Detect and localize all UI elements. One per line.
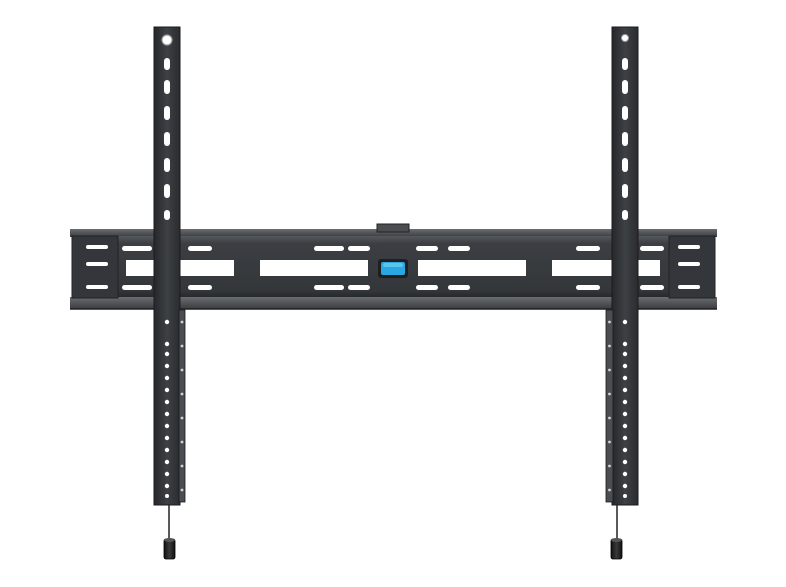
wall-plate-slots <box>86 245 700 290</box>
right-safety-lock <box>610 505 623 560</box>
left-safety-lock <box>163 505 176 560</box>
right-tv-arm <box>605 26 639 506</box>
left-tv-arm <box>153 26 186 506</box>
bubble-level-icon <box>378 259 408 278</box>
